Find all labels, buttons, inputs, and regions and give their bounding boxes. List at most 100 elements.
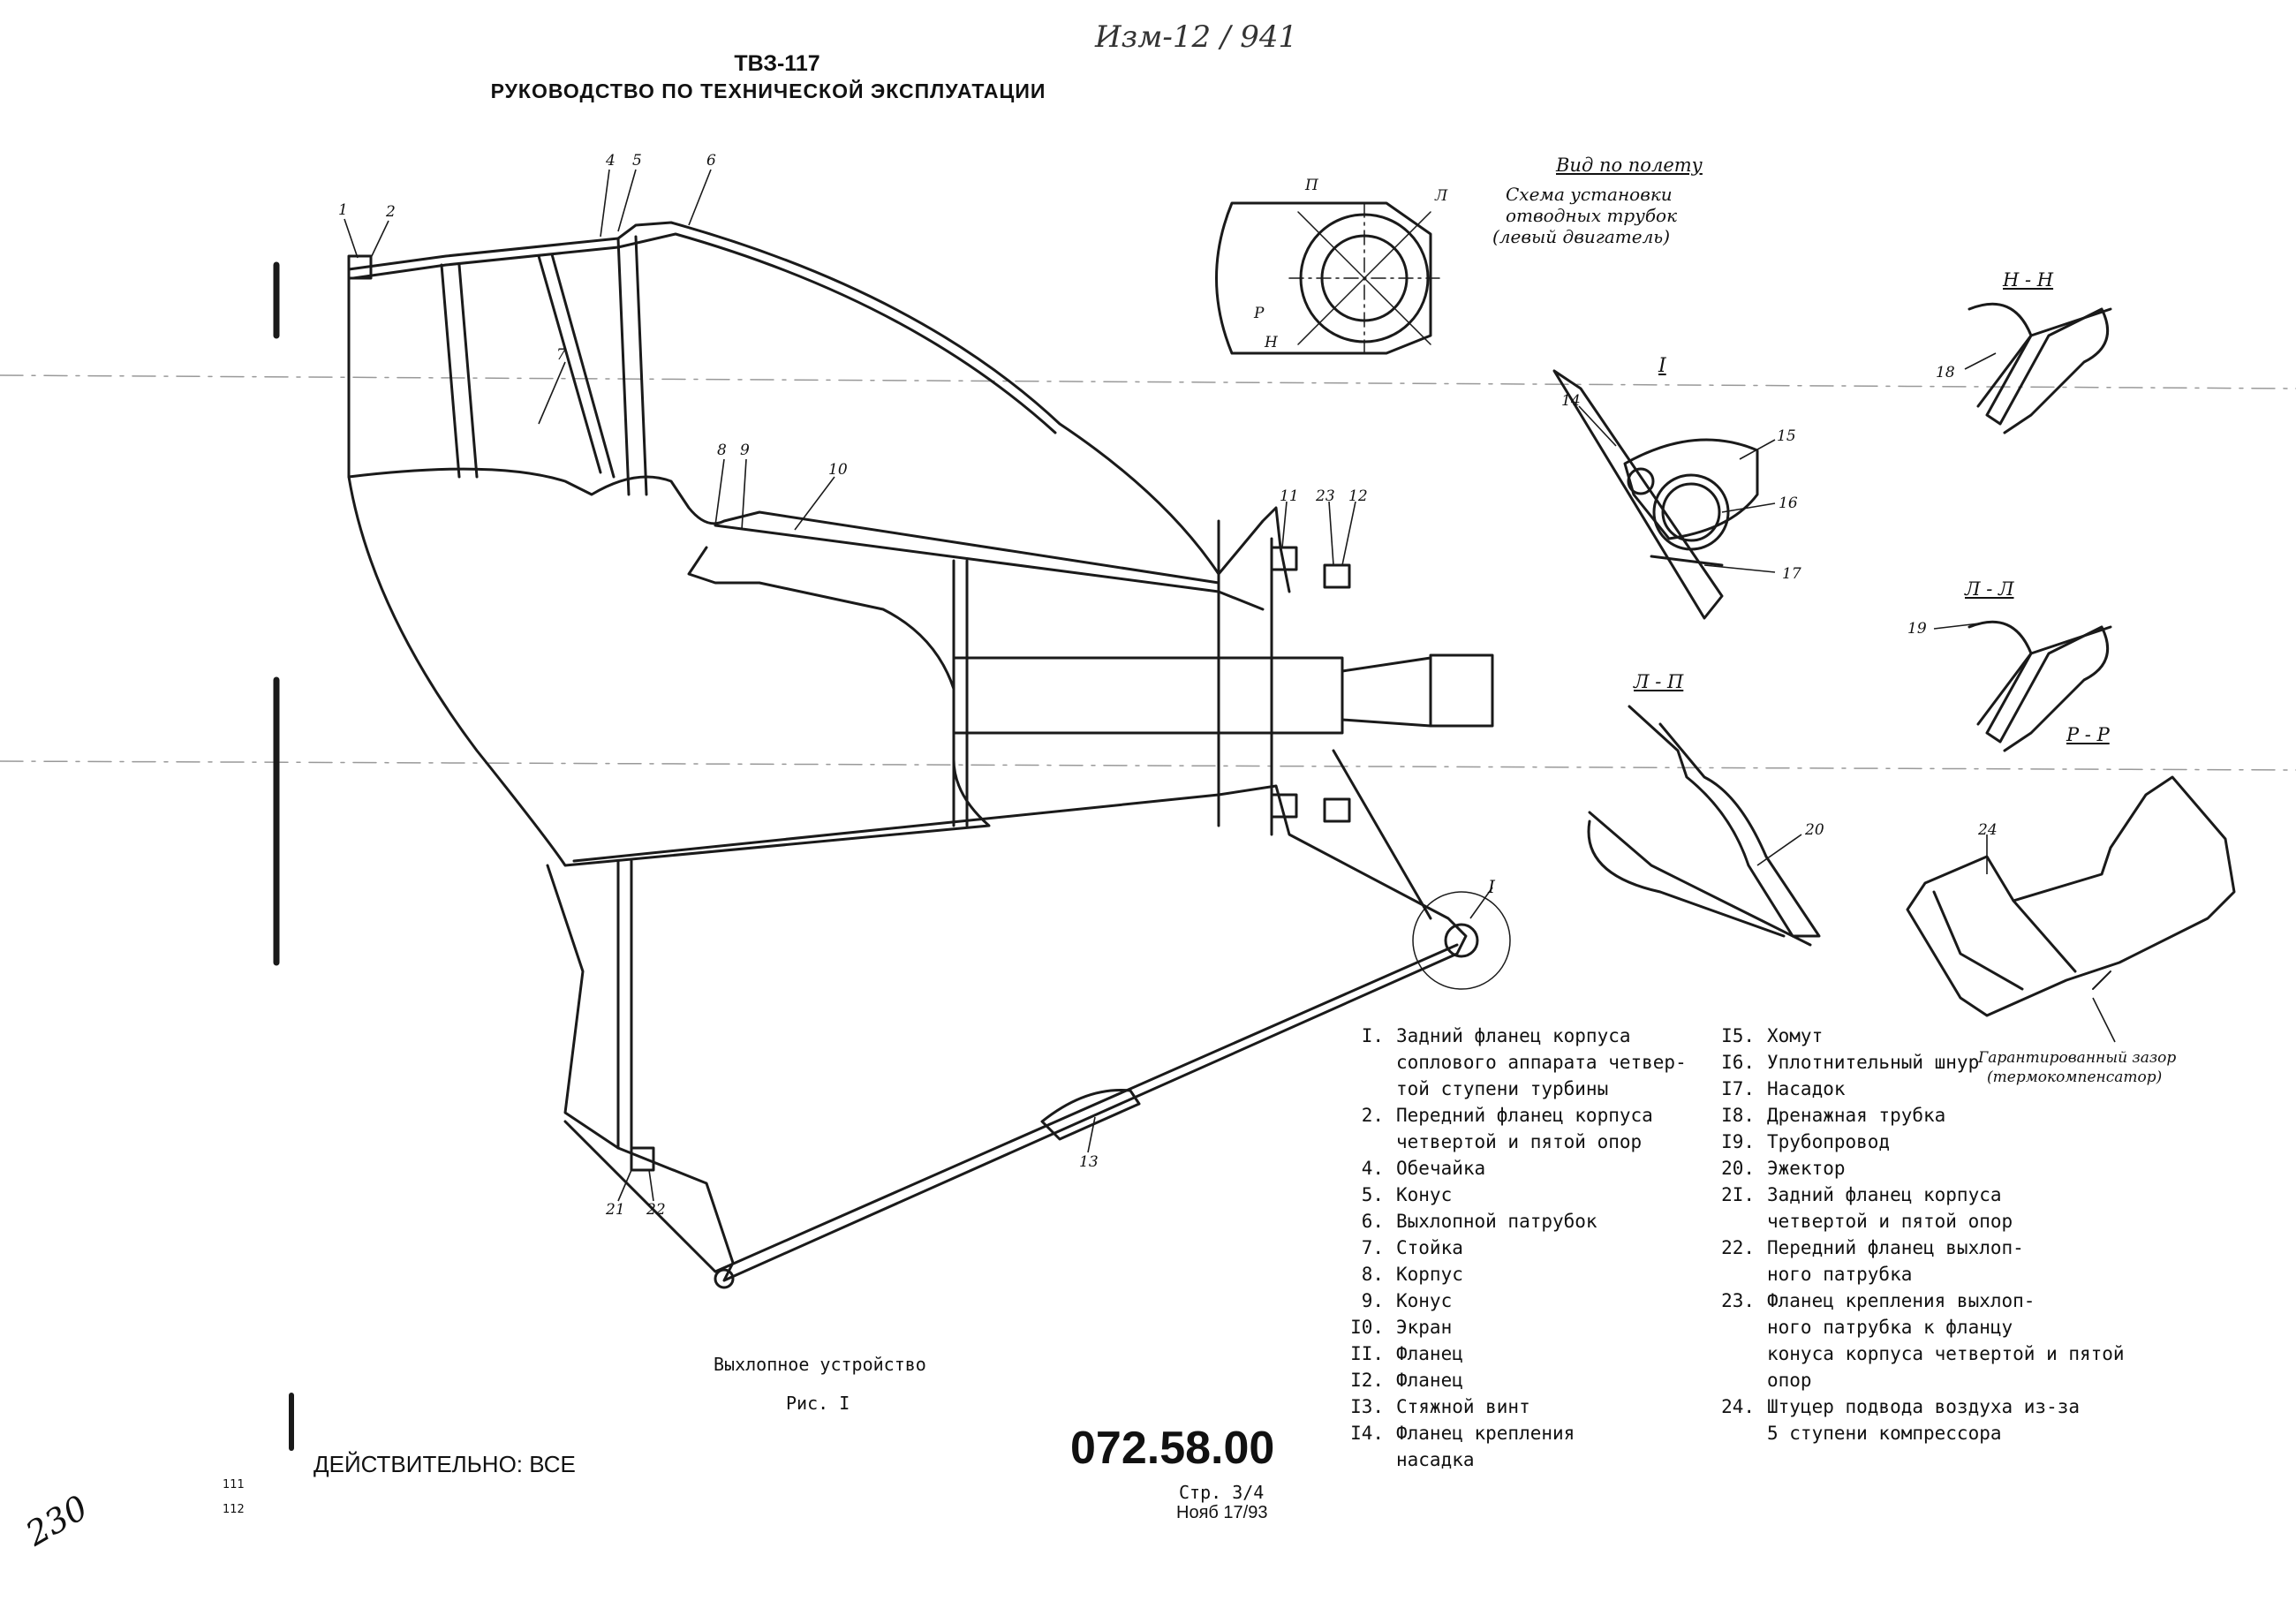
legend-entry-text: Конус xyxy=(1396,1290,1453,1311)
legend-entry-number: 8. xyxy=(1361,1264,1384,1285)
legend-entry-number: 2I. xyxy=(1721,1184,1755,1205)
callout-15: 15 xyxy=(1777,427,1796,445)
callout-4: 4 xyxy=(606,152,616,170)
detail-i-label: I xyxy=(1658,355,1666,377)
legend-entry-text: Дренажная трубка xyxy=(1767,1105,1946,1126)
section-nn-label: Н - Н xyxy=(2003,269,2054,291)
legend-entry-number: 9. xyxy=(1361,1290,1384,1311)
legend-entry: 23.Фланец крепления выхлоп-ного патрубка… xyxy=(1718,1288,2125,1393)
legend-entry-text: Экран xyxy=(1396,1317,1453,1338)
legend-entry: 20. Эжектор xyxy=(1718,1155,1846,1182)
mark-n: Н xyxy=(1265,334,1278,351)
legend-entry-text: ного патрубка xyxy=(1767,1264,1913,1285)
callout-21: 21 xyxy=(606,1201,625,1219)
callout-5: 5 xyxy=(632,152,642,170)
callout-9: 9 xyxy=(740,442,750,459)
legend-entry-text: Стойка xyxy=(1396,1237,1463,1258)
callout-19: 19 xyxy=(1907,620,1927,638)
legend-entry: I7. Насадок xyxy=(1718,1076,1846,1102)
margin-fraction-bottom: 112 xyxy=(223,1503,245,1516)
legend-entry-text: Передний фланец корпуса xyxy=(1396,1105,1653,1126)
legend-entry: I3.Стяжной винт xyxy=(1347,1393,1530,1420)
legend-entry-text: четвертой и пятой опор xyxy=(1396,1131,1643,1152)
legend-entry-text: Фланец xyxy=(1396,1343,1463,1364)
legend-entry: 22.Передний фланец выхлоп-ного патрубка xyxy=(1718,1235,2024,1288)
legend-entry-text: Выхлопной патрубок xyxy=(1396,1211,1597,1232)
view-label: Вид по полету xyxy=(1556,155,1703,176)
legend-entry: I2.Фланец xyxy=(1347,1367,1463,1393)
mark-p: П xyxy=(1305,177,1318,194)
legend-entry-text: Уплотнительный шнур xyxy=(1767,1052,1980,1073)
callout-14: 14 xyxy=(1561,392,1581,410)
legend-entry-number: 7. xyxy=(1361,1237,1384,1258)
legend-entry-number: 4. xyxy=(1361,1158,1384,1179)
callout-23: 23 xyxy=(1316,487,1335,505)
legend-entry-text: Хомут xyxy=(1767,1025,1824,1046)
legend-entry: I5. Хомут xyxy=(1718,1023,1823,1049)
revision-note: Изм-12 / 941 xyxy=(1095,19,1298,55)
schema-caption-1: Схема установки xyxy=(1506,184,1673,205)
legend-entry: I9. Трубопровод xyxy=(1718,1129,1890,1155)
legend-entry: II.Фланец xyxy=(1347,1340,1463,1367)
legend-entry: 7. Стойка xyxy=(1347,1235,1463,1261)
legend-entry-number: I8. xyxy=(1721,1105,1755,1126)
callout-10: 10 xyxy=(828,461,848,479)
callout-11: 11 xyxy=(1280,487,1299,505)
legend-entry-text: Стяжной винт xyxy=(1396,1396,1530,1417)
legend-entry-number: I9. xyxy=(1721,1131,1755,1152)
legend-entry-number: 23. xyxy=(1721,1290,1755,1311)
legend-entry-text: 5 ступени компрессора xyxy=(1767,1423,2002,1444)
legend-entry-text: опор xyxy=(1767,1370,1812,1391)
section-ll-label: Л - Л xyxy=(1965,578,2014,600)
detail-i-circle-label: I xyxy=(1488,876,1495,897)
page-number: Стр. 3/4 xyxy=(1179,1482,1265,1503)
callout-24: 24 xyxy=(1978,821,1998,839)
legend-entry-number: 24. xyxy=(1721,1396,1755,1417)
legend-entry-number: 20. xyxy=(1721,1158,1755,1179)
callout-13: 13 xyxy=(1079,1153,1099,1171)
legend-entry-text: Конус xyxy=(1396,1184,1453,1205)
legend-entry-text: Эжектор xyxy=(1767,1158,1846,1179)
legend-entry: I0. Экран xyxy=(1347,1314,1452,1340)
margin-fraction-top: 111 xyxy=(223,1478,245,1491)
figure-title: Выхлопное устройство xyxy=(714,1354,926,1375)
gap-note-2: (термокомпенсатор) xyxy=(1987,1069,2163,1086)
legend-entry-text: той ступени турбины xyxy=(1396,1078,1609,1099)
model-title: ТВЗ-117 xyxy=(734,51,820,76)
legend-entry-text: насадка xyxy=(1396,1449,1475,1470)
callout-22: 22 xyxy=(646,1201,666,1219)
legend-entry-number: I5. xyxy=(1721,1025,1755,1046)
legend-entry-text: Обечайка xyxy=(1396,1158,1486,1179)
mark-l: Л xyxy=(1435,187,1448,205)
section-rr-label: Р - Р xyxy=(2066,724,2110,745)
legend-entry-number: I0. xyxy=(1350,1317,1384,1338)
exhaust-lower-wall xyxy=(546,784,1468,1282)
callout-7: 7 xyxy=(556,346,566,364)
validity-note: ДЕЙСТВИТЕЛЬНО: ВСЕ xyxy=(313,1451,576,1477)
legend-entry-number: I2. xyxy=(1350,1370,1384,1391)
callout-20: 20 xyxy=(1805,821,1824,839)
legend-entry-number: 22. xyxy=(1721,1237,1755,1258)
callout-18: 18 xyxy=(1936,364,1955,381)
document-code: 072.58.00 xyxy=(1070,1423,1275,1474)
section-lp-label: Л - П xyxy=(1634,671,1684,692)
schema-caption-2: отводных трубок xyxy=(1506,205,1678,226)
legend-entry: I6.Уплотнительный шнур xyxy=(1718,1049,1979,1076)
figure-number: Рис. I xyxy=(786,1393,850,1414)
legend-entry-text: Фланец крепления выхлоп- xyxy=(1767,1290,2035,1311)
legend-entry-text: Насадок xyxy=(1767,1078,1846,1099)
schema-caption-3: (левый двигатель) xyxy=(1492,226,1670,247)
legend-entry-number: I7. xyxy=(1721,1078,1755,1099)
legend-entry-text: конуса корпуса четвертой и пятой xyxy=(1767,1343,2125,1364)
legend-entry-number: 5. xyxy=(1361,1184,1384,1205)
legend-entry: 5. Конус xyxy=(1347,1182,1453,1208)
legend-entry-text: Фланец крепления xyxy=(1396,1423,1575,1444)
legend-entry: 4. Обечайка xyxy=(1347,1155,1485,1182)
legend-entry-text: четвертой и пятой опор xyxy=(1767,1211,2013,1232)
legend-entry-text: Трубопровод xyxy=(1767,1131,1891,1152)
callout-2: 2 xyxy=(386,203,396,221)
